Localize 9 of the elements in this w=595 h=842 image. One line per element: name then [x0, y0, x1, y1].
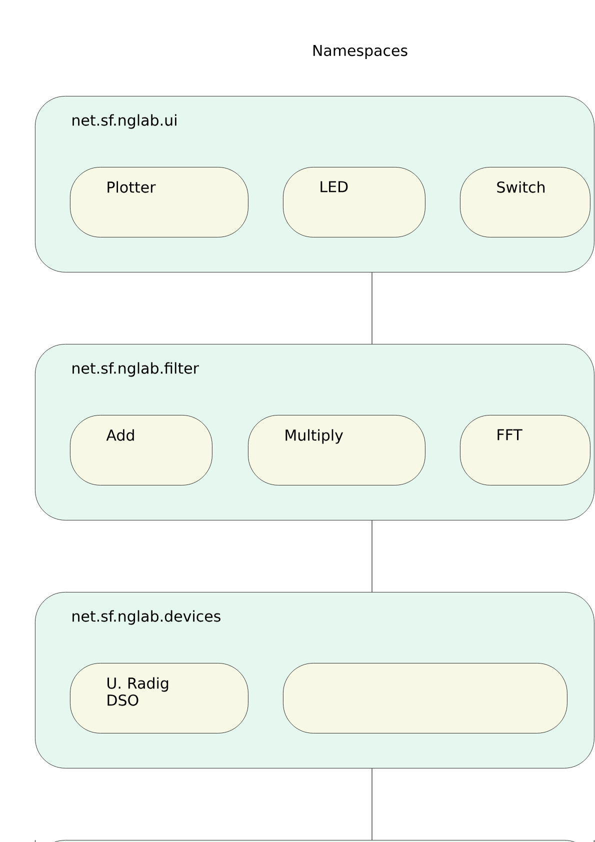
class-pill: U. Radig DSO	[70, 663, 248, 734]
class-pill: LED	[283, 167, 426, 238]
class-pill: FFT	[460, 415, 590, 486]
class-pill: Switch	[460, 167, 590, 238]
class-pill	[283, 663, 568, 734]
class-pill: Plotter	[70, 167, 248, 238]
class-pill: Multiply	[248, 415, 426, 486]
class-pill: Add	[70, 415, 212, 486]
diagram-title: Namespaces	[313, 44, 408, 60]
